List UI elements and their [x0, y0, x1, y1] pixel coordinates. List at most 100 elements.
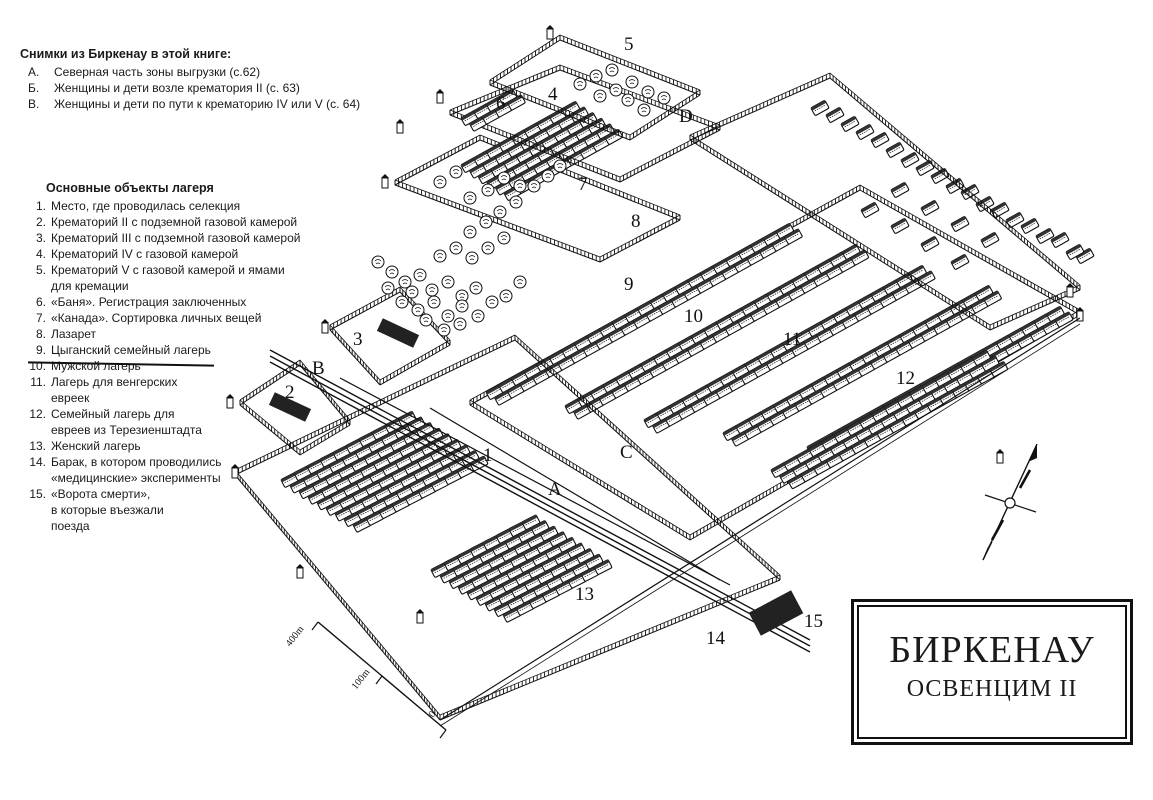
tree	[437, 323, 451, 337]
legend-mark: 4.	[35, 247, 46, 261]
tree	[411, 303, 425, 317]
legend-text: Лагерь для венгерских евреек	[51, 375, 178, 405]
tree	[541, 169, 555, 183]
legend-mark: Б.	[28, 81, 40, 95]
barrack	[825, 106, 845, 124]
legend-item: 12. Семейный лагерь для евреев из Терезие…	[20, 406, 300, 438]
legend-mark: 1.	[35, 199, 46, 213]
legend-mark: 7.	[35, 311, 46, 325]
barrack	[890, 217, 910, 235]
map-label-2: 2	[285, 382, 295, 403]
legend-item: 5.Крематорий V с газовой камерой и ямами…	[20, 262, 300, 294]
tree	[637, 103, 651, 117]
tree	[513, 275, 527, 289]
scale-label-0: 0	[427, 709, 439, 720]
legend-item: 6.«Баня». Регистрация заключенных	[20, 294, 300, 310]
legend-text: Крематорий III с подземной газовой камер…	[51, 231, 301, 245]
tree	[413, 268, 427, 282]
tree	[385, 265, 399, 279]
legend-mark: 13.	[29, 439, 46, 453]
legend-mark: 12.	[29, 407, 46, 421]
map-label-5: 5	[624, 34, 634, 55]
map-title: БИРКЕНАУ	[889, 629, 1095, 671]
map-label-6: 6	[496, 93, 506, 114]
barrack	[885, 141, 905, 159]
legend-text: Крематорий IV с газовой камерой	[51, 247, 239, 261]
tree	[449, 241, 463, 255]
tree	[593, 89, 607, 103]
legend-text: Мужской лагерь	[51, 359, 141, 373]
crematorium-3-building	[376, 318, 420, 348]
barrack	[860, 201, 880, 219]
barrack	[980, 231, 1000, 249]
watchtower-icon	[1065, 282, 1075, 298]
legend-item: 8.Лазарет	[20, 326, 300, 342]
tree	[371, 255, 385, 269]
legend-text: Семейный лагерь для евреев из Терезиеншт…	[51, 407, 202, 437]
tree	[497, 171, 511, 185]
watchtower-icon	[995, 448, 1005, 464]
watchtower-icon	[395, 118, 405, 134]
map-label-8: 8	[631, 211, 641, 232]
legend-mark: 10.	[29, 359, 46, 373]
map-label-9: 9	[624, 274, 634, 295]
section-b3-barracks	[810, 99, 1095, 271]
legend-item: 15.«Ворота смерти», в которые въезжали п…	[20, 486, 300, 534]
legend-text: Женщины и дети возле крематория II (с. 6…	[54, 81, 300, 95]
camp-strip-12	[770, 349, 1009, 490]
tree	[425, 283, 439, 297]
tree	[395, 295, 409, 309]
tree	[609, 83, 623, 97]
map-label-b: B	[312, 358, 325, 379]
map-label-d: D	[679, 106, 693, 127]
legend-text: Крематорий V с газовой камерой и ямами д…	[51, 263, 285, 293]
legend-text: «Баня». Регистрация заключенных	[51, 295, 247, 309]
scale-bar: 400m 100m 0	[284, 621, 447, 739]
legend-item: 10. Мужской лагерь	[20, 358, 300, 374]
tree	[433, 249, 447, 263]
legend-mark: 15.	[29, 487, 46, 501]
barrack	[950, 253, 970, 271]
tree	[465, 251, 479, 265]
objects-legend: Основные объекты лагеря 1.Место, где про…	[20, 180, 300, 534]
watchtower-icon	[1075, 306, 1085, 322]
watchtower-icon	[380, 173, 390, 189]
legend-item: А.Северная часть зоны выгрузки (с.62)	[20, 64, 360, 80]
barrack	[930, 167, 950, 185]
tree	[493, 205, 507, 219]
tree	[605, 63, 619, 77]
barrack	[840, 115, 860, 133]
watchtower-icon	[435, 88, 445, 104]
crematoria-4-5-fence	[489, 34, 701, 141]
legend-item: Б. Женщины и дети возле крематория II (с.…	[20, 80, 360, 96]
barrack	[870, 131, 890, 149]
map-subtitle: ОСВЕНЦИМ II	[906, 676, 1078, 702]
legend-item: 3.Крематорий III с подземной газовой кам…	[20, 230, 300, 246]
section-b3-fence	[689, 72, 1081, 331]
barrack	[920, 235, 940, 253]
scale-label-100: 100m	[350, 667, 373, 692]
barrack	[900, 151, 920, 169]
map-label-15: 15	[804, 611, 823, 632]
tree	[589, 69, 603, 83]
tree	[481, 183, 495, 197]
legend-text: Крематорий II с подземной газовой камеро…	[51, 215, 298, 229]
legend-text: Женский лагерь	[51, 439, 141, 453]
tree	[469, 281, 483, 295]
tree	[419, 313, 433, 327]
tree	[481, 241, 495, 255]
watchtower-icon	[320, 318, 330, 334]
tree	[513, 179, 527, 193]
sauna-fence	[449, 64, 721, 183]
tree	[641, 85, 655, 99]
tree	[449, 165, 463, 179]
watchtower-icon	[545, 24, 555, 40]
tree	[405, 285, 419, 299]
map-label-14: 14	[706, 628, 726, 649]
legend-mark: В.	[28, 97, 40, 111]
legend-text: Женщины и дети по пути к крематорию IV и…	[54, 97, 361, 111]
map-label-7: 7	[578, 174, 588, 195]
map-label-3: 3	[353, 329, 363, 350]
tree	[509, 195, 523, 209]
